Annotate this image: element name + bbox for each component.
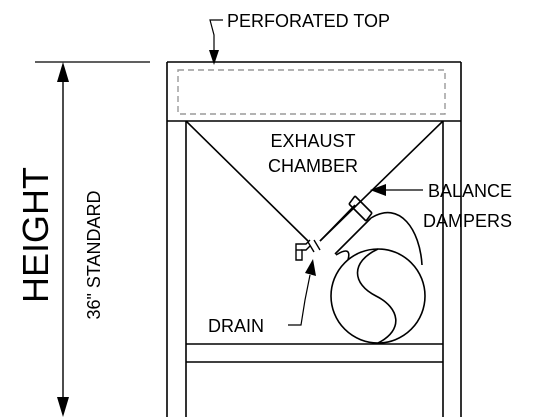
drain-fitting [295,239,321,261]
drain-arrow-icon [305,259,316,276]
fan-housing-scroll [335,250,350,261]
balance-dampers-arrow-icon [370,184,386,196]
balance-dampers-leader [370,184,423,196]
standard-height-label: 36" STANDARD [84,190,104,319]
drain-label: DRAIN [208,316,264,336]
perforated-top-arrow-icon [209,50,219,65]
fan-housing-outlet [370,211,423,266]
cabinet-frame [166,61,462,417]
balance-dampers-label-line2: DAMPERS [423,211,512,231]
fan-impeller-icon [356,248,397,344]
fan-wheel-icon [330,248,426,344]
height-arrow-up-icon [57,62,69,82]
perforated-top-label: PERFORATED TOP [227,11,390,31]
height-arrow-down-icon [57,397,69,417]
perforated-top-leader [209,19,223,65]
perforated-top-panel [177,69,446,115]
exhaust-chamber-label-line1: EXHAUST [270,131,355,151]
drain-leader [288,259,316,326]
height-label: HEIGHT [15,167,56,303]
height-dimension [35,61,150,417]
exhaust-fan [330,211,426,344]
balance-dampers-label-line1: BALANCE [428,181,512,201]
balance-damper-duct [319,195,373,255]
hopper-left-wall [185,120,309,242]
damper-blade [348,203,367,222]
exhaust-chamber-label-line2: CHAMBER [268,156,358,176]
